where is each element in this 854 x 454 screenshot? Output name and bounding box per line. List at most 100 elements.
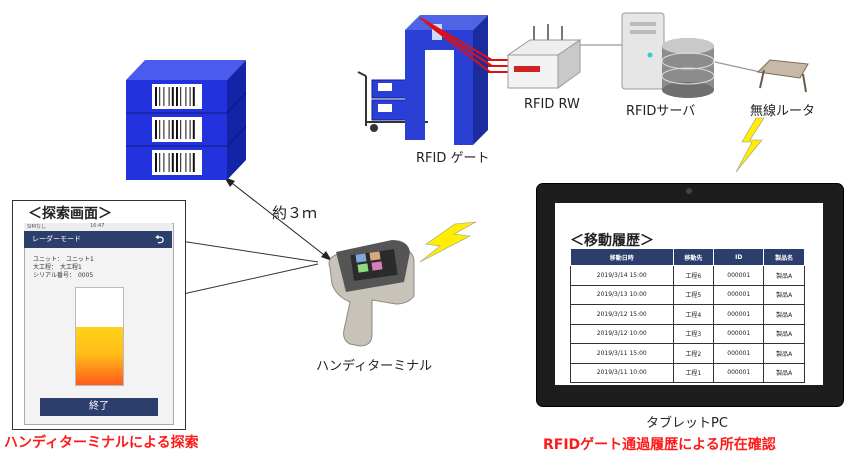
handy-search-caption: ハンディターミナルによる探索 — [4, 435, 199, 451]
table-cell: 2019/3/12 15:00 — [570, 304, 674, 325]
barcode-bar — [189, 120, 191, 139]
distance-label: 約３ｍ — [272, 204, 318, 222]
gate-history-caption: RFIDゲート通過履歴による所在確認 — [543, 437, 776, 453]
table-cell: 2019/3/12 10:00 — [570, 323, 674, 344]
barcode-bar — [171, 87, 174, 106]
column-header: ID — [713, 248, 765, 266]
lightning-bolt-terminal — [419, 221, 477, 263]
table-cell: 000001 — [713, 284, 765, 305]
table-cell: 000001 — [713, 343, 765, 364]
barcode-bar — [180, 120, 182, 139]
movement-history-title: ＜移動履歴＞ — [570, 233, 654, 249]
leader-line-top — [173, 239, 319, 263]
barcode-bar — [155, 87, 157, 106]
barcode-bar — [180, 153, 182, 172]
radar-mode-header: レーダーモード ⮌ — [24, 231, 172, 248]
table-cell: 工程3 — [672, 323, 715, 344]
rfid-gate-label: RFID ゲート — [416, 151, 490, 166]
table-header-row: 移動日時 移動先 ID 製品名 — [570, 248, 805, 266]
barcode-bar — [176, 87, 178, 106]
barcode-bar — [159, 120, 161, 139]
phone-status-bar: SIMなし 16:47 — [24, 223, 172, 231]
wireless-router-label: 無線ルータ — [750, 104, 816, 119]
column-header: 移動日時 — [570, 248, 674, 266]
column-header: 製品名 — [763, 248, 805, 266]
signal-meter-fill — [76, 327, 123, 385]
barcode-bar — [176, 120, 178, 139]
table-cell: 製品A — [763, 343, 805, 364]
search-screen-title: ＜探索画面＞ — [28, 206, 112, 222]
rfid-rw-label: RFID RW — [524, 97, 580, 112]
table-cell: 製品A — [763, 323, 805, 344]
rfid-server-label: RFIDサーバ — [626, 104, 696, 119]
status-time: 16:47 — [90, 223, 105, 229]
lightning-bolt-router — [735, 117, 765, 173]
signal-meter — [75, 287, 124, 386]
barcode-bar — [176, 153, 178, 172]
status-carrier: SIMなし — [27, 224, 46, 230]
barcode-bar — [155, 153, 157, 172]
table-cell: 工程2 — [672, 343, 715, 364]
table-cell: 製品A — [763, 284, 805, 305]
barcode-bar — [185, 120, 187, 139]
column-header: 移動先 — [672, 248, 715, 266]
tablet-pc-label: タブレットPC — [646, 416, 728, 431]
barcode-bar — [163, 153, 165, 172]
table-cell: 000001 — [713, 362, 765, 383]
barcode-bar — [159, 153, 161, 172]
barcode-bar — [180, 87, 182, 106]
table-cell: 製品A — [763, 304, 805, 325]
barcode-bar — [171, 120, 174, 139]
table-cell: 000001 — [713, 265, 765, 286]
barcode-bar — [192, 87, 195, 106]
barcode-bar — [163, 120, 165, 139]
leader-line-bottom — [173, 263, 319, 297]
info-process: 大工程： 大工程1 — [33, 264, 82, 271]
table-cell: 工程1 — [672, 362, 715, 383]
barcode-bar — [192, 153, 195, 172]
table-cell: 000001 — [713, 304, 765, 325]
barcode-bar — [168, 87, 170, 106]
table-cell: 工程5 — [672, 284, 715, 305]
handy-terminal-label: ハンディターミナル — [316, 359, 433, 374]
rfid-rw-illustration — [506, 24, 582, 89]
barcode-bar — [168, 153, 170, 172]
end-button[interactable]: 終了 — [40, 398, 158, 416]
barcode-bar — [185, 87, 187, 106]
server-router-line — [714, 61, 761, 73]
radar-mode-title: レーダーモード — [32, 235, 81, 243]
tagged-boxes-illustration — [126, 60, 247, 180]
table-cell: 工程6 — [672, 265, 715, 286]
table-cell: 2019/3/14 15:00 — [570, 265, 674, 286]
wireless-router-illustration — [756, 59, 809, 93]
table-cell: 000001 — [713, 323, 765, 344]
barcode-bar — [171, 153, 174, 172]
barcode-bar — [155, 120, 157, 139]
barcode-bar — [185, 153, 187, 172]
barcode-bar — [189, 153, 191, 172]
back-arrow-icon[interactable]: ⮌ — [155, 233, 164, 246]
table-cell: 2019/3/11 10:00 — [570, 362, 674, 383]
info-unit: ユニット： ユニット1 — [33, 256, 94, 263]
table-cell: 工程4 — [672, 304, 715, 325]
rfid-gate-illustration — [405, 15, 520, 145]
barcode-bar — [189, 87, 191, 106]
table-cell: 製品A — [763, 362, 805, 383]
info-serial: シリアル番号： 0005 — [33, 272, 94, 279]
table-cell: 2019/3/11 15:00 — [570, 343, 674, 364]
handy-terminal-illustration — [328, 240, 415, 347]
barcode-bar — [163, 87, 165, 106]
barcode-bar — [192, 120, 195, 139]
table-cell: 2019/3/13 10:00 — [570, 284, 674, 305]
barcode-bar — [168, 120, 170, 139]
barcode-bar — [159, 87, 161, 106]
rfid-server-illustration — [621, 12, 715, 98]
